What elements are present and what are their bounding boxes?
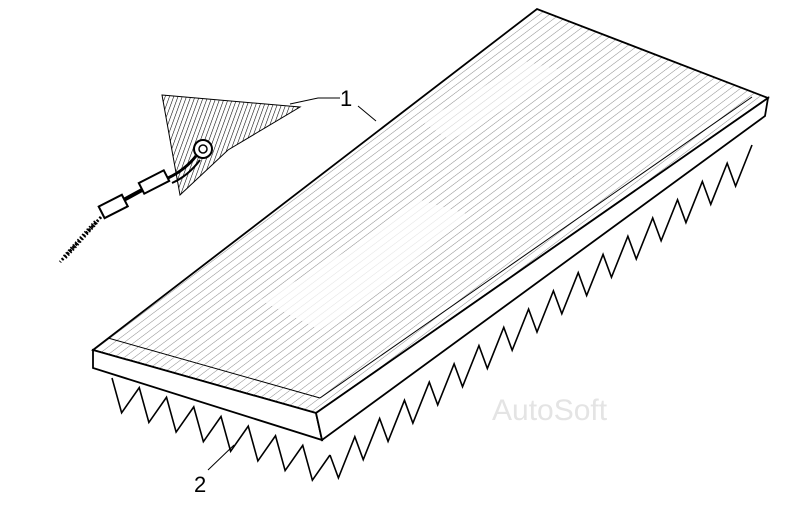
- tension-cable: [58, 155, 201, 264]
- callout-1-label: 1: [340, 86, 352, 111]
- watermark: AutoSoft: [492, 394, 608, 427]
- mounting-bracket: [161, 94, 302, 196]
- lacing-long-edge: [329, 144, 753, 481]
- callout-2: 2: [194, 444, 235, 497]
- callout-1: 1: [289, 86, 377, 122]
- cover-body: [91, 7, 770, 442]
- callout-2-label: 2: [194, 472, 206, 497]
- lacing-short-edge: [111, 377, 331, 483]
